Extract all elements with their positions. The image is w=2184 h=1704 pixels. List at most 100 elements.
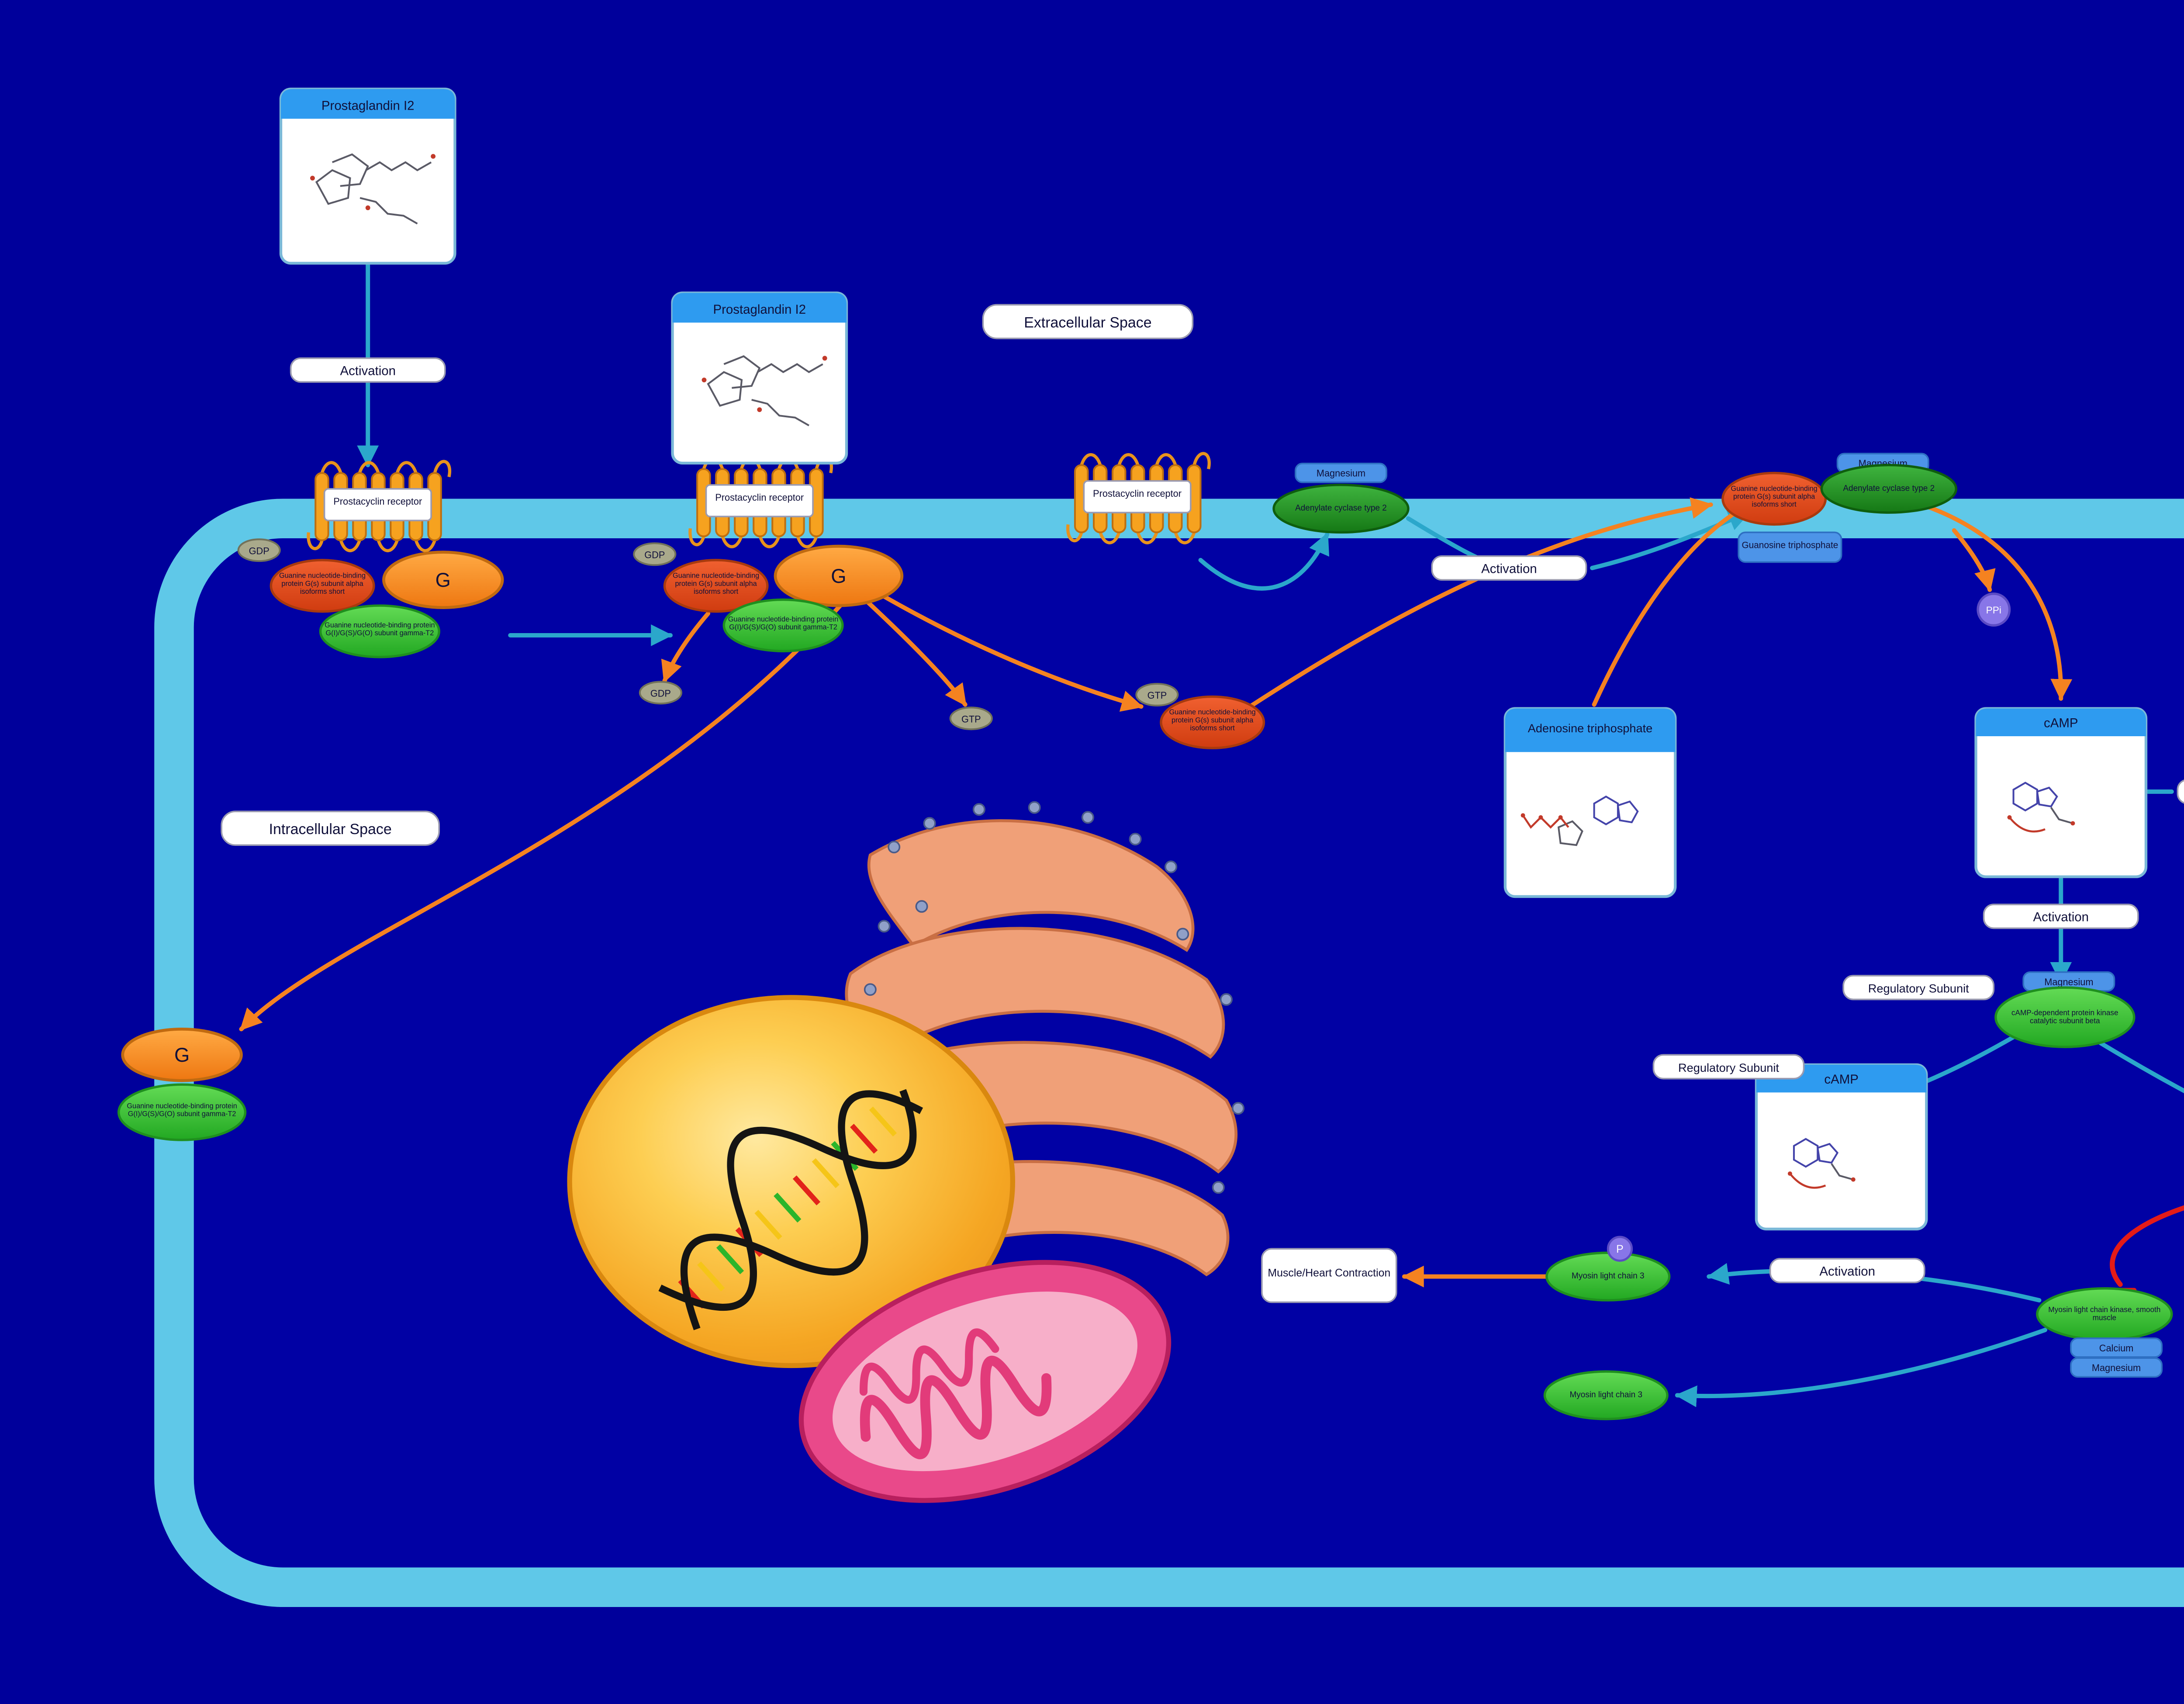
adenylate-cyclase-1[interactable]: Adenylate cyclase type 2 <box>1272 484 1410 534</box>
prostacyclin-receptor-3[interactable]: Prostacyclin receptor <box>1068 454 1209 543</box>
edge-pka2-inhibits-mlck1 <box>2110 1205 2184 1287</box>
pka-1-label: cAMP-dependent protein kinase catalytic … <box>2011 1009 2118 1025</box>
adenylate-cyclase-2-label: Adenylate cyclase type 2 <box>1843 482 1935 492</box>
extracellular-label: Extracellular Space <box>982 304 1194 339</box>
camp-title-2: cAMP <box>1824 1072 1858 1087</box>
activation-label-3[interactable]: Activation <box>1983 904 2139 929</box>
dna-helix <box>658 1089 923 1330</box>
prostaglandin-i2-node-top[interactable]: Prostaglandin I2 <box>279 87 456 265</box>
activation-label-1[interactable]: Activation <box>290 357 446 383</box>
ppi-node[interactable]: PPi <box>1977 592 2011 627</box>
edge-pka-to-pka2 <box>2098 1041 2184 1094</box>
nucleus <box>567 995 1016 1368</box>
mlc3-label: Myosin light chain 3 <box>1569 1389 1643 1399</box>
guanosine-triphosphate-label: Guanosine triphosphate <box>1742 540 1838 551</box>
svg-text:Magnesium: Magnesium <box>2092 1362 2141 1373</box>
gs-alpha-subunit-3[interactable]: Guanine nucleotide-binding protein G(s) … <box>1160 695 1265 749</box>
gtp-node-1[interactable]: GTP <box>949 707 993 731</box>
edge-g2-to-gsalpha-gtp <box>860 582 1144 712</box>
mlck-left-node[interactable]: Myosin light chain kinase, smooth muscle <box>2036 1287 2173 1341</box>
g-beta-gamma-bottom-label: Guanine nucleotide-binding protein G(I)/… <box>127 1102 237 1119</box>
adenylate-cyclase-1-label: Adenylate cyclase type 2 <box>1295 502 1387 512</box>
gdp-node-2[interactable]: GDP <box>633 542 677 566</box>
edge-g2-to-betagamma <box>239 575 867 1032</box>
calcium-pill-1[interactable]: Calcium <box>2070 1337 2163 1358</box>
g-protein-trimer-2[interactable]: G <box>774 544 904 607</box>
gs-alpha-subunit-2[interactable]: Guanine nucleotide-binding protein G(s) … <box>663 559 769 613</box>
svg-text:Intracellular Space: Intracellular Space <box>269 821 392 838</box>
svg-text:Activation: Activation <box>1819 1264 1875 1278</box>
camp-node-1[interactable]: cAMP <box>1974 707 2148 878</box>
prostaglandin-i2-title-mid: Prostaglandin I2 <box>713 302 806 317</box>
prostacyclin-receptor-2[interactable]: Prostacyclin receptor <box>690 457 832 547</box>
prostaglandin-i2-title-top: Prostaglandin I2 <box>321 98 415 113</box>
gs-alpha-subunit-1[interactable]: Guanine nucleotide-binding protein G(s) … <box>270 559 375 613</box>
g-beta-gamma-bottom[interactable]: Guanine nucleotide-binding protein G(I)/… <box>117 1083 247 1141</box>
edge-atp-to-enzyme <box>1592 512 1735 707</box>
pka-node-1[interactable]: cAMP-dependent protein kinase catalytic … <box>1994 986 2136 1048</box>
receptor-3-label: Prostacyclin receptor <box>1093 492 1182 502</box>
svg-text:GTP: GTP <box>1147 690 1167 701</box>
atp-node[interactable]: Adenosine triphosphate <box>1503 707 1677 898</box>
svg-text:PPi: PPi <box>1986 605 2001 616</box>
mlc3-node[interactable]: Myosin light chain 3 <box>1543 1370 1669 1420</box>
gdp-node-1[interactable]: GDP <box>237 538 281 562</box>
edge-activation-to-complex <box>1590 510 1751 570</box>
intracellular-label: Intracellular Space <box>221 810 440 846</box>
g-protein-1-label: G <box>435 569 451 591</box>
magnesium-pill-5[interactable]: Magnesium <box>2070 1357 2163 1378</box>
gs-alpha-2-label: Guanine nucleotide-binding protein G(s) … <box>673 572 760 596</box>
g-beta-gamma-2[interactable]: Guanine nucleotide-binding protein G(I)/… <box>722 598 844 652</box>
edge-gsalpha2-to-gdp <box>661 611 711 683</box>
svg-text:P: P <box>1616 1243 1624 1255</box>
g-beta-gamma-2-label: Guanine nucleotide-binding protein G(I)/… <box>728 616 839 631</box>
regulatory-subunit-label-2[interactable]: Regulatory Subunit <box>1652 1054 1805 1080</box>
edge-mlck1-to-mlc3 <box>1675 1327 2047 1407</box>
gs-alpha-3-label: Guanine nucleotide-binding protein G(s) … <box>1169 709 1256 732</box>
mitochondrion <box>798 1260 1171 1503</box>
gs-alpha-subunit-4[interactable]: Guanine nucleotide-binding protein G(s) … <box>1721 471 1827 526</box>
svg-text:GDP: GDP <box>249 545 270 556</box>
receptor-1-label: Prostacyclin receptor <box>333 499 422 509</box>
edge-enzyme-to-camp <box>1901 496 2073 701</box>
mlck-left-label: Myosin light chain kinase, smooth muscle <box>2048 1306 2161 1322</box>
svg-text:Regulatory Subunit: Regulatory Subunit <box>1678 1061 1779 1074</box>
svg-text:Activation: Activation <box>1481 561 1537 576</box>
svg-text:GTP: GTP <box>961 713 981 724</box>
mlc3-phospho-node[interactable]: Myosin light chain 3 P <box>1545 1236 1671 1302</box>
prostaglandin-i2-node-mid[interactable]: Prostaglandin I2 <box>671 291 848 465</box>
magnesium-pill-3[interactable]: Magnesium <box>2022 971 2115 992</box>
edge-enzyme-to-ppi <box>1952 528 1996 592</box>
magnesium-pill-1[interactable]: Magnesium <box>1295 463 1387 483</box>
g-protein-bottom[interactable]: G <box>121 1028 243 1082</box>
svg-text:GDP: GDP <box>644 549 665 560</box>
svg-text:Magnesium: Magnesium <box>2044 977 2093 987</box>
inhibition-label-1[interactable]: Inhibition <box>2177 779 2184 804</box>
g-protein-bottom-label: G <box>174 1044 190 1066</box>
atp-title: Adenosine triphosphate <box>1527 725 1653 737</box>
gdp-node-3[interactable]: GDP <box>639 681 682 705</box>
muscle-contraction-node[interactable]: Muscle/Heart Contraction <box>1261 1248 1397 1303</box>
regulatory-subunit-label-1[interactable]: Regulatory Subunit <box>1842 975 1995 1001</box>
svg-text:GDP: GDP <box>650 688 671 699</box>
edge-g2-to-gtp <box>852 587 968 707</box>
svg-text:Activation: Activation <box>2033 910 2089 925</box>
guanosine-triphosphate-pill[interactable]: Guanosine triphosphate <box>1738 531 1842 563</box>
activation-label-4[interactable]: Activation <box>1769 1258 1925 1284</box>
gtp-node-2[interactable]: GTP <box>1135 682 1179 707</box>
g-protein-trimer-1[interactable]: G <box>382 551 504 609</box>
camp-title-1: cAMP <box>2044 716 2078 731</box>
g-beta-gamma-1[interactable]: Guanine nucleotide-binding protein G(I)/… <box>319 604 440 658</box>
prostacyclin-receptor-1[interactable]: Prostacyclin receptor <box>308 461 450 551</box>
cell-membrane <box>154 499 2184 1607</box>
camp-node-2[interactable]: cAMP <box>1755 1063 1928 1231</box>
gs-alpha-1-label: Guanine nucleotide-binding protein G(s) … <box>279 572 366 596</box>
gs-alpha-4-label: Guanine nucleotide-binding protein G(s) … <box>1731 485 1818 509</box>
adenylate-cyclase-2[interactable]: Adenylate cyclase type 2 <box>1820 464 1957 514</box>
svg-text:Extracellular Space: Extracellular Space <box>1024 315 1151 331</box>
ribosome-dots <box>856 801 1245 1202</box>
receptor-2-label: Prostacyclin receptor <box>715 495 804 506</box>
g-beta-gamma-1-label: Guanine nucleotide-binding protein G(I)/… <box>325 621 435 637</box>
activation-label-2[interactable]: Activation <box>1431 555 1587 581</box>
